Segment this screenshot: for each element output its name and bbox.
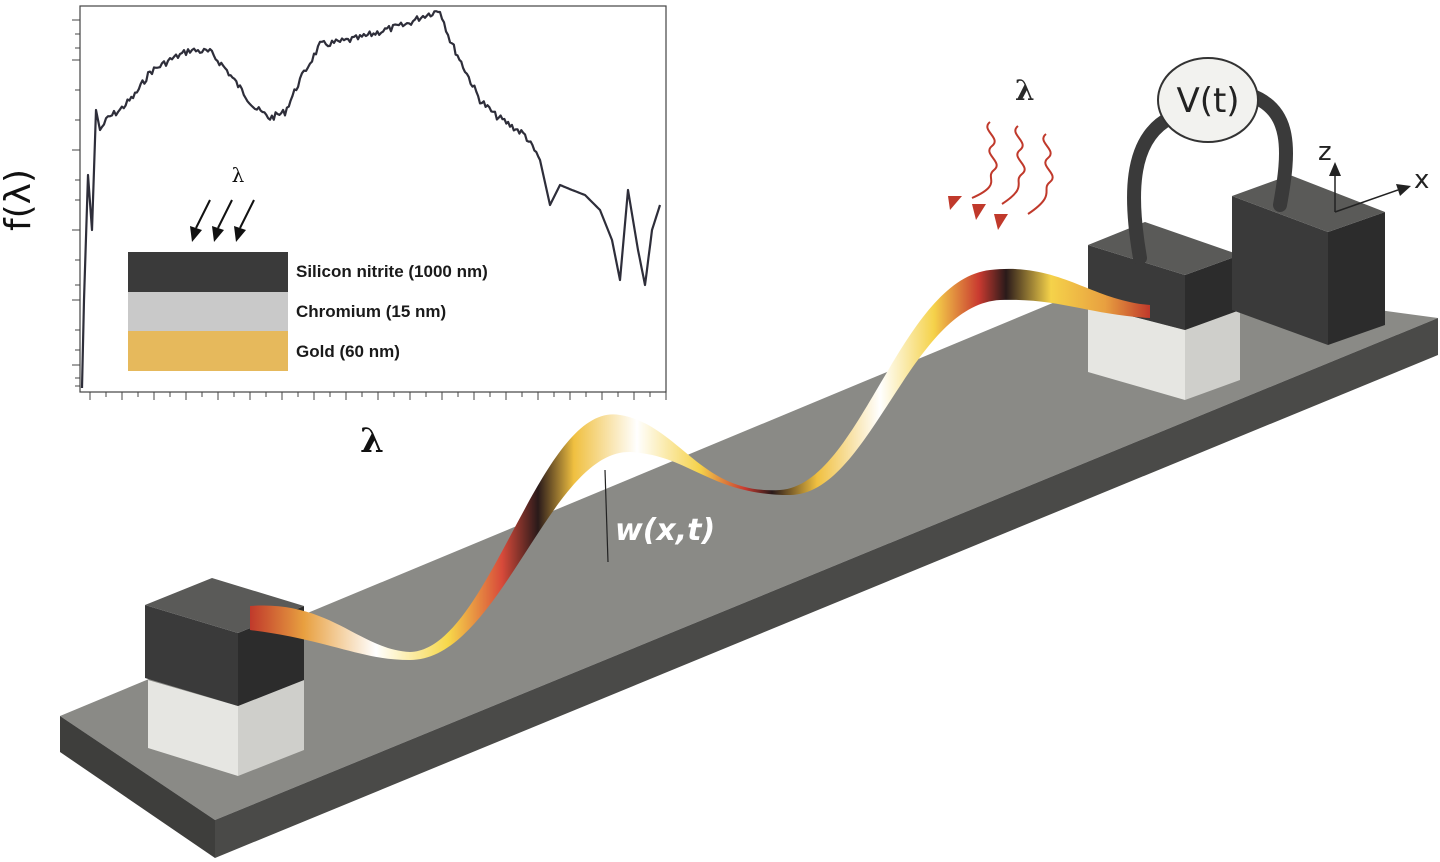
left-anchor-block	[145, 578, 304, 776]
layer-label: Silicon nitrite (1000 nm)	[296, 262, 488, 281]
light-arrow-icon	[972, 204, 986, 220]
arrow-icon	[234, 226, 246, 242]
layer-label: Gold (60 nm)	[296, 342, 400, 361]
base-side-right	[215, 318, 1438, 858]
voltage-circuit: V(t)	[1127, 57, 1293, 265]
light-arrow-icon	[948, 196, 962, 210]
layer-gold	[128, 331, 288, 371]
light-arrow-icon	[994, 214, 1008, 230]
layer-chromium	[128, 292, 288, 331]
electrode-block	[1232, 175, 1385, 345]
layer-silicon-nitrite	[128, 252, 288, 292]
incident-light: λ	[948, 74, 1054, 230]
incident-arrows	[190, 199, 255, 242]
x-arrow-icon	[1396, 184, 1411, 196]
voltage-source	[1157, 57, 1259, 143]
light-lambda-label: λ	[1015, 74, 1035, 107]
incident-lambda-label: λ	[232, 163, 245, 187]
base-plate	[60, 275, 1438, 858]
axis-x-label: x	[1414, 165, 1429, 195]
wire-left	[1127, 111, 1177, 265]
coordinate-axes: z x	[1318, 137, 1429, 213]
deflection-label: w(x,t)	[615, 513, 715, 548]
inset-plot: f(λ) λ λ Silicon nitrite (1000 nm) Chrom…	[0, 5, 667, 461]
arrow-icon	[190, 226, 202, 242]
spectrum-curve	[80, 10, 662, 389]
beam-surface	[250, 268, 1150, 660]
base-top	[60, 275, 1438, 820]
voltage-label: V(t)	[1176, 81, 1239, 121]
x-axis-label: λ	[360, 421, 384, 461]
wire-right	[1243, 88, 1293, 212]
deflection-marker	[604, 469, 609, 563]
deflected-beam: w(x,t)	[250, 268, 1150, 660]
arrow-icon	[212, 226, 224, 242]
y-axis-label: f(λ)	[0, 169, 39, 231]
axis-z-label: z	[1318, 137, 1332, 167]
layer-label: Chromium (15 nm)	[296, 302, 446, 321]
layer-stack: Silicon nitrite (1000 nm) Chromium (15 n…	[128, 252, 488, 371]
z-arrow-icon	[1329, 162, 1341, 176]
base-side-front	[60, 716, 215, 858]
inset-ticks	[72, 19, 667, 400]
